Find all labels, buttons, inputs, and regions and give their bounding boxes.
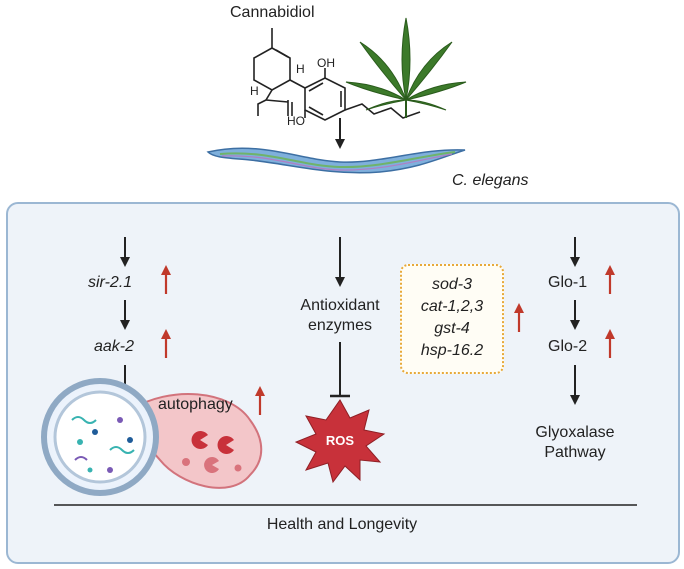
- glo-2-label: Glo-2: [548, 338, 588, 355]
- organism-label: C. elegans: [452, 172, 529, 189]
- ros-label: ROS: [325, 433, 355, 448]
- gene-aak-2: aak-2: [94, 338, 135, 355]
- oh-label-bottom: HO: [287, 114, 305, 128]
- cannabidiol-structure: [253, 28, 421, 121]
- gene-sir-2-1: sir-2.1: [88, 274, 133, 291]
- h-label-upper: H: [296, 62, 305, 76]
- glo-1-label: Glo-1: [548, 274, 588, 291]
- autophagy-illustration: [41, 378, 263, 496]
- autophagy-label: autophagy: [158, 396, 233, 413]
- molecule-name: Cannabidiol: [230, 4, 315, 21]
- antioxidant-label-line1: Antioxidant: [300, 297, 380, 314]
- h-label-lower: H: [250, 84, 259, 98]
- antioxidant-label-line2: enzymes: [307, 317, 373, 334]
- oh-label-top: OH: [317, 56, 335, 70]
- ros-burst-icon: [294, 399, 386, 484]
- gene-hsp-16-2: hsp-16.2: [420, 342, 484, 359]
- glyoxalase-label-line1: Glyoxalase: [535, 424, 615, 441]
- cannabis-leaf-icon: [345, 17, 467, 118]
- antioxidant-genes-box: [400, 264, 504, 374]
- glyoxalase-label-line2: Pathway: [544, 444, 606, 461]
- gene-cat-1-2-3: cat-1,2,3: [420, 298, 484, 315]
- gene-gst-4: gst-4: [434, 320, 470, 337]
- c-elegans-worm-icon: [206, 147, 466, 174]
- gene-sod-3: sod-3: [431, 276, 473, 293]
- footer-label: Health and Longevity: [266, 516, 418, 533]
